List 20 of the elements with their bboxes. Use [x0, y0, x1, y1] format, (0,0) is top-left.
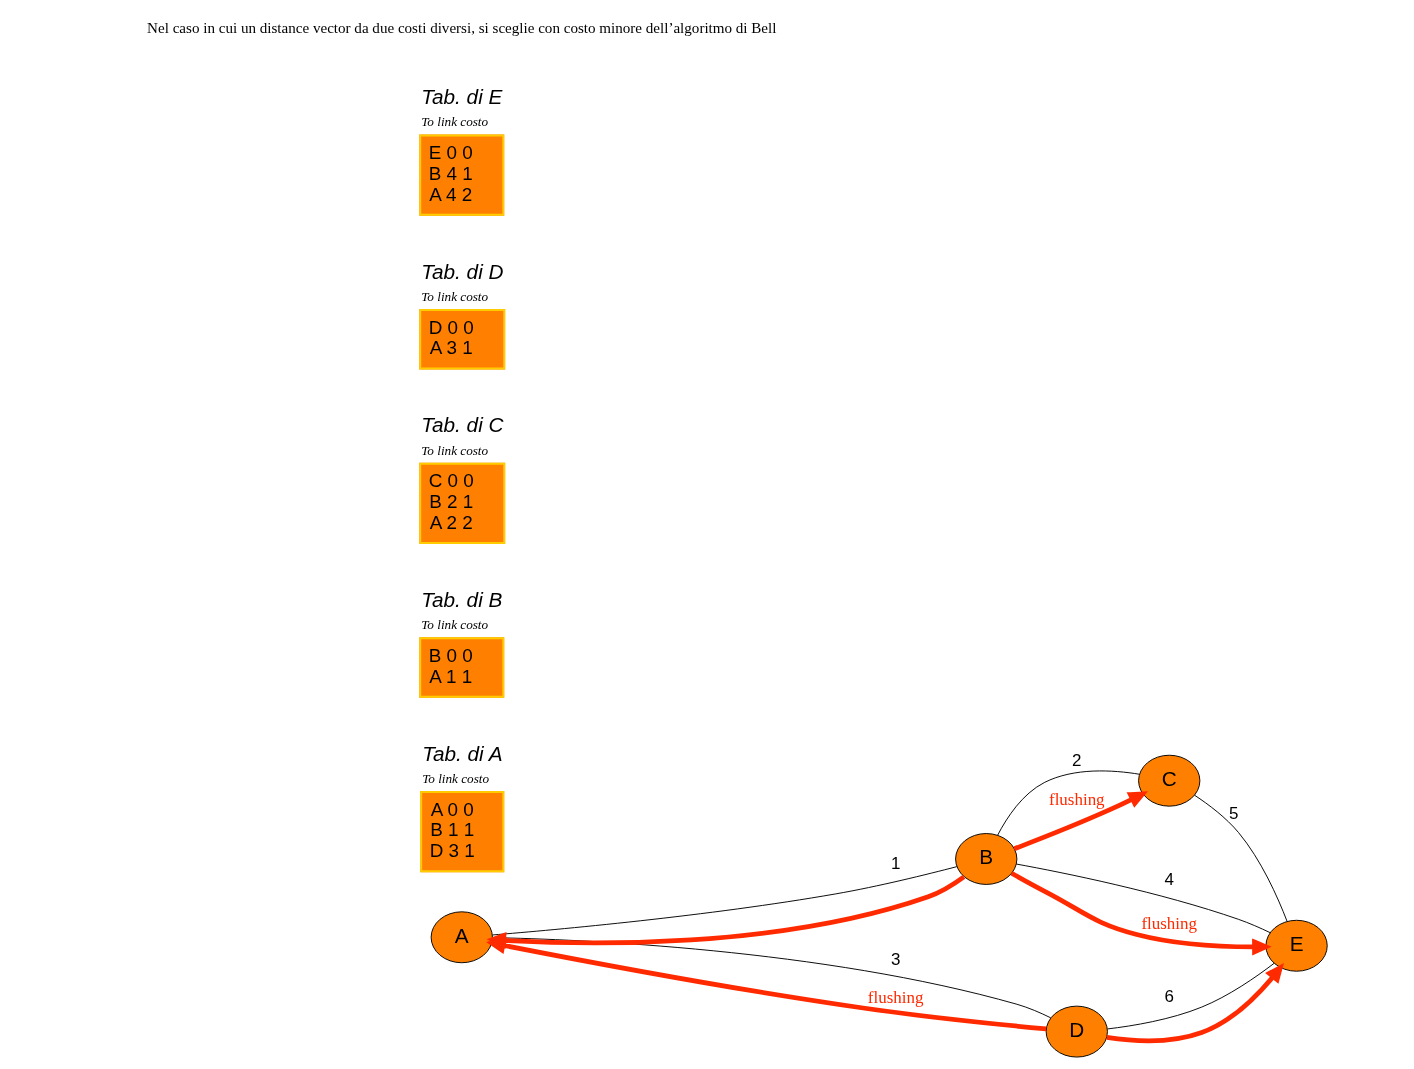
- node-label: To link costo: [420, 442, 488, 458]
- edge-label: 5: [1228, 803, 1239, 823]
- edge-label: 2: [1071, 750, 1082, 770]
- edge-label: 3: [890, 950, 900, 970]
- node-label: To link costo: [421, 770, 489, 786]
- node-label: To link costo: [420, 114, 488, 130]
- edge-label: flushing: [1048, 789, 1105, 809]
- edge-label: 1: [890, 853, 900, 873]
- edge-label: 4: [1164, 869, 1174, 889]
- node-label: Tab. di C: [420, 413, 503, 437]
- edge-label: flushing: [1140, 914, 1197, 934]
- label: Nel caso in cui un distance vector da due costi diversi, si sceglie con costo minore dell’algoritmo di Bell: [146, 19, 776, 36]
- node-label: Tab. di B: [420, 587, 502, 611]
- node-label: Tab. di E: [420, 84, 502, 108]
- edge-label: 6: [1164, 986, 1174, 1006]
- node-label: Tab. di A: [421, 741, 503, 765]
- node-label: To link costo: [420, 617, 488, 633]
- edge-label: flushing: [867, 987, 923, 1007]
- node-label: To link costo: [420, 288, 488, 304]
- node-label: Tab. di D: [420, 259, 503, 283]
